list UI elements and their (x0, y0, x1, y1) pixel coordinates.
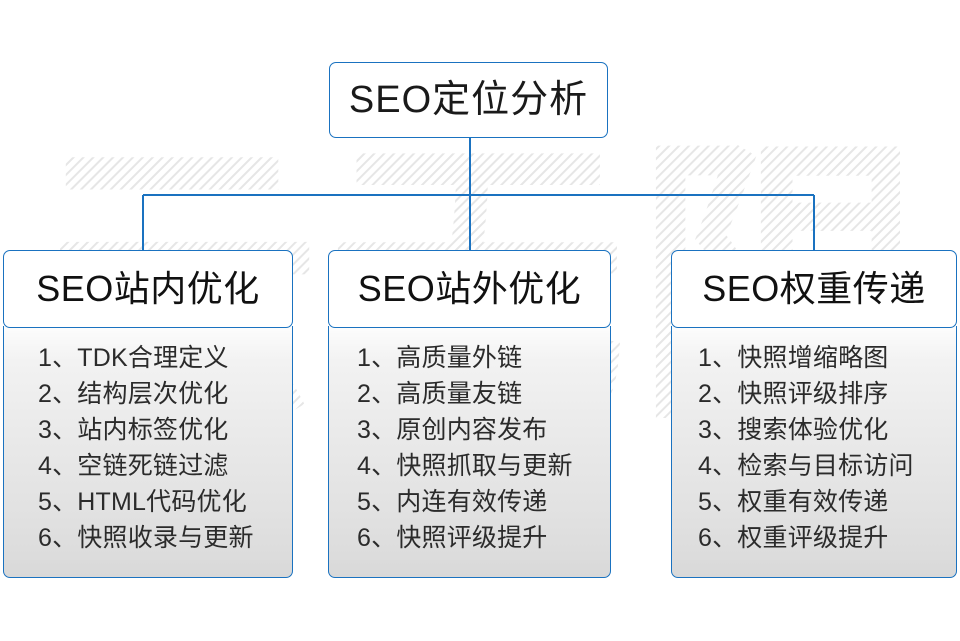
branch-list-2: 1、高质量外链 2、高质量友链 3、原创内容发布 4、快照抓取与更新 5、内连有… (328, 326, 611, 578)
branch-header-label-3: SEO权重传递 (702, 268, 926, 309)
list-item: 6、权重评级提升 (698, 524, 889, 552)
list-item: 4、空链死链过滤 (38, 452, 229, 480)
list-item: 2、结构层次优化 (38, 380, 229, 408)
list-item: 5、内连有效传递 (357, 488, 548, 516)
list-item: 3、搜索体验优化 (698, 416, 889, 444)
list-item: 6、快照收录与更新 (38, 524, 254, 552)
branch-column-2: SEO站外优化 1、高质量外链 2、高质量友链 3、原创内容发布 4、快照抓取与… (328, 250, 611, 578)
branch-column-1: SEO站内优化 1、TDK合理定义 2、结构层次优化 3、站内标签优化 4、空链… (3, 250, 293, 578)
list-item: 1、快照增缩略图 (698, 344, 889, 372)
list-item: 4、快照抓取与更新 (357, 452, 573, 480)
list-item: 3、原创内容发布 (357, 416, 548, 444)
branch-column-3: SEO权重传递 1、快照增缩略图 2、快照评级排序 3、搜索体验优化 4、检索与… (671, 250, 957, 578)
list-item: 1、TDK合理定义 (38, 344, 229, 372)
root-node-label: SEO定位分析 (348, 79, 589, 121)
branch-header-label-1: SEO站内优化 (36, 268, 260, 309)
root-node[interactable]: SEO定位分析 (329, 62, 608, 138)
list-item: 5、权重有效传递 (698, 488, 889, 516)
branch-header-2[interactable]: SEO站外优化 (328, 250, 611, 328)
list-item: 4、检索与目标访问 (698, 452, 914, 480)
branch-list-1: 1、TDK合理定义 2、结构层次优化 3、站内标签优化 4、空链死链过滤 5、H… (3, 326, 293, 578)
list-item: 1、高质量外链 (357, 344, 523, 372)
branch-header-label-2: SEO站外优化 (357, 268, 582, 309)
list-item: 2、高质量友链 (357, 380, 523, 408)
list-item: 3、站内标签优化 (38, 416, 229, 444)
branch-header-3[interactable]: SEO权重传递 (671, 250, 957, 328)
list-item: 5、HTML代码优化 (38, 488, 247, 516)
branch-header-1[interactable]: SEO站内优化 (3, 250, 293, 328)
branch-list-3: 1、快照增缩略图 2、快照评级排序 3、搜索体验优化 4、检索与目标访问 5、权… (671, 326, 957, 578)
list-item: 2、快照评级排序 (698, 380, 889, 408)
list-item: 6、快照评级提升 (357, 524, 548, 552)
